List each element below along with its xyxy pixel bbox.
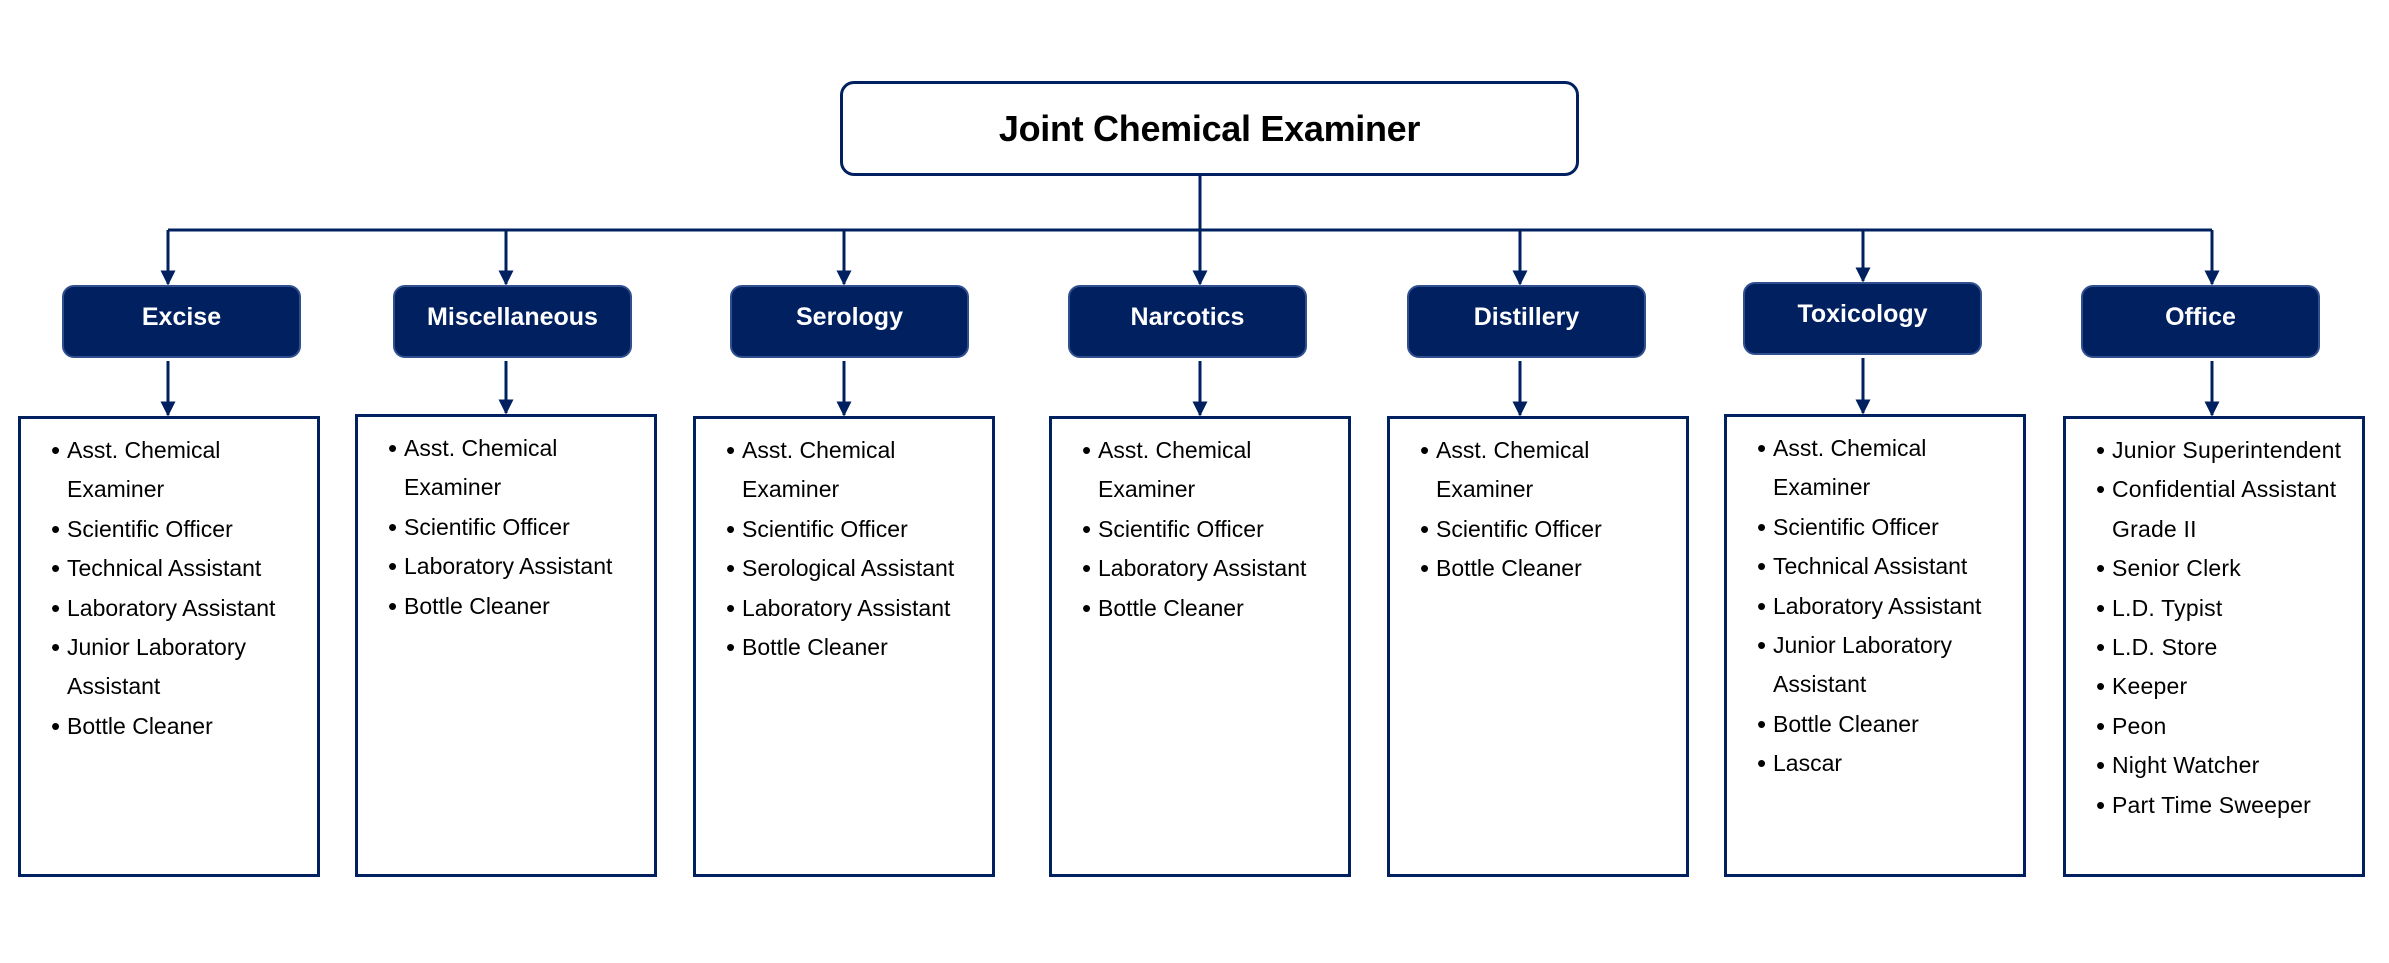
position-item: Asst. Chemical Examiner	[388, 429, 646, 508]
root-node-title: Joint Chemical Examiner	[998, 107, 1421, 149]
position-item: Keeper	[2096, 667, 2354, 707]
position-item: Lascar	[1757, 744, 2015, 784]
position-item: Junior Superintendent	[2096, 431, 2354, 471]
dept-header-excise: Excise	[62, 285, 301, 358]
dept-positions-miscellaneous: Asst. Chemical ExaminerScientific Office…	[355, 414, 657, 877]
position-item: Laboratory Assistant	[1082, 549, 1340, 589]
position-item: Scientific Officer	[388, 508, 646, 548]
dept-header-office: Office	[2081, 285, 2320, 358]
position-item: Laboratory Assistant	[51, 589, 309, 629]
dept-header-distillery: Distillery	[1407, 285, 1646, 358]
dept-header-label: Excise	[141, 303, 222, 331]
position-item: Bottle Cleaner	[1082, 589, 1340, 629]
position-item: Confidential Assistant Grade II	[2096, 470, 2354, 549]
position-item: Asst. Chemical Examiner	[726, 431, 984, 510]
position-item: Scientific Officer	[1082, 510, 1340, 550]
positions-list: Asst. Chemical ExaminerScientific Office…	[1082, 431, 1340, 629]
position-item: Part Time Sweeper	[2096, 786, 2354, 826]
dept-positions-office: Junior SuperintendentConfidential Assist…	[2063, 416, 2365, 877]
position-item: Scientific Officer	[726, 510, 984, 550]
position-item: Senior Clerk	[2096, 549, 2354, 589]
dept-header-label: Miscellaneous	[427, 303, 598, 331]
positions-list: Asst. Chemical ExaminerScientific Office…	[1757, 429, 2015, 784]
position-item: Bottle Cleaner	[1757, 705, 2015, 745]
position-item: Scientific Officer	[1420, 510, 1678, 550]
position-item: Junior Laboratory Assistant	[1757, 626, 2015, 705]
position-item: Laboratory Assistant	[388, 547, 646, 587]
dept-header-label: Narcotics	[1130, 303, 1245, 331]
root-node-joint-chemical-examiner: Joint Chemical Examiner	[840, 81, 1579, 176]
positions-list: Asst. Chemical ExaminerScientific Office…	[388, 429, 646, 627]
position-item: Laboratory Assistant	[1757, 587, 2015, 627]
position-item: L.D. Typist	[2096, 589, 2354, 629]
dept-positions-toxicology: Asst. Chemical ExaminerScientific Office…	[1724, 414, 2026, 877]
position-item: Asst. Chemical Examiner	[1420, 431, 1678, 510]
position-item: Scientific Officer	[51, 510, 309, 550]
dept-positions-narcotics: Asst. Chemical ExaminerScientific Office…	[1049, 416, 1351, 877]
position-item: L.D. Store	[2096, 628, 2354, 668]
dept-header-narcotics: Narcotics	[1068, 285, 1307, 358]
dept-header-label: Distillery	[1473, 303, 1580, 331]
position-item: Bottle Cleaner	[726, 628, 984, 668]
positions-list: Asst. Chemical ExaminerScientific Office…	[1420, 431, 1678, 589]
dept-header-label: Office	[2165, 303, 2236, 331]
positions-list: Junior SuperintendentConfidential Assist…	[2096, 431, 2354, 826]
dept-header-toxicology: Toxicology	[1743, 282, 1982, 355]
position-item: Technical Assistant	[51, 549, 309, 589]
position-item: Technical Assistant	[1757, 547, 2015, 587]
position-item: Bottle Cleaner	[51, 707, 309, 747]
positions-list: Asst. Chemical ExaminerScientific Office…	[726, 431, 984, 668]
positions-list: Asst. Chemical ExaminerScientific Office…	[51, 431, 309, 747]
dept-positions-distillery: Asst. Chemical ExaminerScientific Office…	[1387, 416, 1689, 877]
position-item: Night Watcher	[2096, 746, 2354, 786]
position-item: Bottle Cleaner	[1420, 549, 1678, 589]
position-item: Laboratory Assistant	[726, 589, 984, 629]
dept-positions-excise: Asst. Chemical ExaminerScientific Office…	[18, 416, 320, 877]
dept-positions-serology: Asst. Chemical ExaminerScientific Office…	[693, 416, 995, 877]
dept-header-serology: Serology	[730, 285, 969, 358]
dept-header-miscellaneous: Miscellaneous	[393, 285, 632, 358]
position-item: Asst. Chemical Examiner	[1757, 429, 2015, 508]
position-item: Serological Assistant	[726, 549, 984, 589]
dept-header-label: Toxicology	[1797, 300, 1928, 328]
position-item: Asst. Chemical Examiner	[1082, 431, 1340, 510]
position-item: Scientific Officer	[1757, 508, 2015, 548]
position-item: Junior Laboratory Assistant	[51, 628, 309, 707]
position-item: Peon	[2096, 707, 2354, 747]
position-item: Bottle Cleaner	[388, 587, 646, 627]
dept-header-label: Serology	[796, 303, 903, 331]
position-item: Asst. Chemical Examiner	[51, 431, 309, 510]
